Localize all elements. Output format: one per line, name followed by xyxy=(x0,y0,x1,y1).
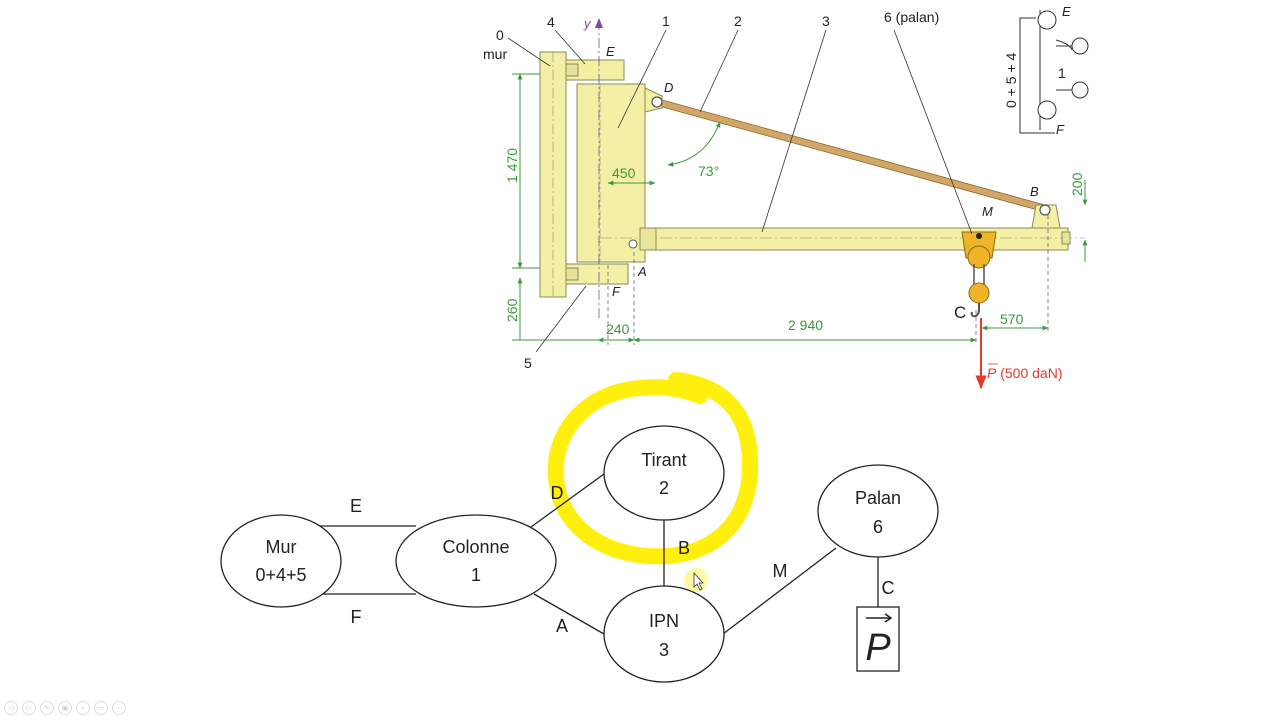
node-tirant-sub: 2 xyxy=(659,478,669,498)
edge-label-B: B xyxy=(678,538,690,558)
edge-label-F: F xyxy=(351,607,362,627)
node-colonne-sub: 1 xyxy=(471,565,481,585)
beam-part-3 xyxy=(639,227,1069,251)
node-tirant-title: Tirant xyxy=(641,450,686,470)
pin-B xyxy=(1039,204,1051,216)
edge-label-M: M xyxy=(773,561,788,581)
node-palan-title: Palan xyxy=(855,488,901,508)
inset-link-diagram: 0 + 5 + 4 1 E F xyxy=(1003,4,1089,137)
pin-D xyxy=(651,96,663,108)
label-part-2: 2 xyxy=(734,13,742,29)
node-ipn-sub: 3 xyxy=(659,640,669,660)
inset-label-F: F xyxy=(1056,122,1065,137)
edge-D xyxy=(530,473,605,528)
node-colonne-title: Colonne xyxy=(442,537,509,557)
node-palan xyxy=(817,464,939,558)
more-options-icon[interactable]: ⋯ xyxy=(112,701,126,715)
edge-M xyxy=(722,547,837,635)
link-graph: Mur 0+4+5 Colonne 1 Tirant 2 IPN 3 Palan… xyxy=(220,372,939,683)
tie-rod-part-2 xyxy=(654,97,1046,213)
dim-200: 200 xyxy=(1069,172,1085,196)
slides-icon[interactable]: ▣ xyxy=(58,701,72,715)
label-angle-73: 73° xyxy=(698,163,719,179)
dim-240: 240 xyxy=(606,321,630,337)
dim-450: 450 xyxy=(612,165,636,181)
label-point-D: D xyxy=(664,80,673,95)
inset-vertical-label: 0 + 5 + 4 xyxy=(1003,53,1019,108)
label-point-E: E xyxy=(606,44,615,59)
label-part-5: 5 xyxy=(524,355,532,371)
label-point-F: F xyxy=(612,284,621,299)
presentation-toolbar: ◁ ▷ ✎ ▣ ⌕ ▭ ⋯ xyxy=(4,701,126,715)
hoist-part-6 xyxy=(961,231,997,318)
node-colonne xyxy=(395,514,557,608)
dim-260: 260 xyxy=(504,298,520,322)
node-force-symbol: P xyxy=(865,627,891,669)
node-palan-sub: 6 xyxy=(873,517,883,537)
label-force-P: P (500 daN) xyxy=(987,365,1063,381)
pen-icon[interactable]: ✎ xyxy=(40,701,54,715)
inset-center-label: 1 xyxy=(1058,65,1066,81)
dim-570: 570 xyxy=(1000,311,1024,327)
pin-A xyxy=(628,239,638,249)
label-y-axis: y xyxy=(583,16,592,31)
label-point-M: M xyxy=(982,204,993,219)
dim-1470: 1 470 xyxy=(504,148,520,183)
jib-crane-drawing: 0 mur 4 y E 1 2 3 6 (palan) D 73° 450 1 … xyxy=(483,4,1089,390)
node-mur-sub: 0+4+5 xyxy=(255,565,306,585)
edge-label-A: A xyxy=(556,616,568,636)
label-part-1: 1 xyxy=(662,13,670,29)
node-ipn-title: IPN xyxy=(649,611,679,631)
edge-A xyxy=(533,593,605,635)
label-point-A: A xyxy=(637,264,647,279)
edge-label-D: D xyxy=(551,483,564,503)
subtitles-icon[interactable]: ▭ xyxy=(94,701,108,715)
prev-slide-icon[interactable]: ◁ xyxy=(4,701,18,715)
inset-label-E: E xyxy=(1062,4,1071,19)
column-part-1 xyxy=(576,83,646,263)
label-part-4: 4 xyxy=(547,14,555,30)
label-part-0: 0 xyxy=(496,27,504,43)
label-mur: mur xyxy=(483,46,507,62)
dim-2940: 2 940 xyxy=(788,317,823,333)
next-slide-icon[interactable]: ▷ xyxy=(22,701,36,715)
label-part-6-palan: 6 (palan) xyxy=(884,9,939,25)
node-ipn xyxy=(603,585,725,683)
mouse-cursor-icon xyxy=(684,568,708,592)
highlight-circle xyxy=(547,372,759,565)
node-tirant xyxy=(603,425,725,521)
node-mur-title: Mur xyxy=(266,537,297,557)
edge-label-C: C xyxy=(882,578,895,598)
zoom-icon[interactable]: ⌕ xyxy=(76,701,90,715)
label-part-3: 3 xyxy=(822,13,830,29)
label-point-B: B xyxy=(1030,184,1039,199)
node-mur xyxy=(220,514,342,608)
label-point-C: C xyxy=(954,303,966,322)
edge-label-E: E xyxy=(350,496,362,516)
